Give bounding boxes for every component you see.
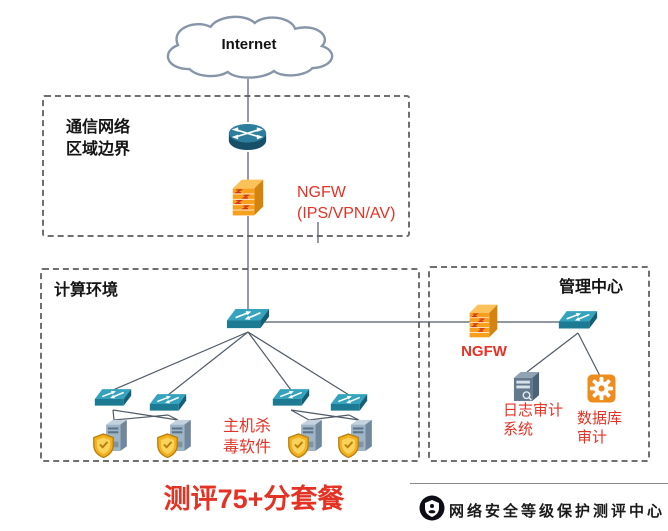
management-switch-icon <box>558 310 598 330</box>
computing-zone-label: 计算环境 <box>54 282 119 299</box>
zone-computing <box>40 268 420 462</box>
management-ngfw-label: NGFW <box>461 343 507 360</box>
boundary-ngfw-firewall-icon <box>232 178 264 217</box>
connector-lines <box>112 79 601 421</box>
log-audit-server-icon <box>513 371 540 401</box>
access-switch-icon-3 <box>272 388 310 407</box>
boundary-ngfw-label: NGFW (IPS/VPN/AV) <box>297 184 396 222</box>
database-audit-gear-icon <box>587 374 616 403</box>
db-audit-label: 数据库 审计 <box>577 410 623 446</box>
zone-boundary <box>42 95 410 237</box>
caption-title: 测评75+分套餐 <box>163 484 345 514</box>
management-zone-label: 管理中心 <box>559 279 624 296</box>
antivirus-shield-icon-4 <box>337 433 360 458</box>
access-switch-icon-2 <box>149 393 187 412</box>
brand-text: 网络安全等级保护测评中心 <box>449 503 666 520</box>
antivirus-shield-icon-1 <box>92 433 115 458</box>
access-switch-icon-4 <box>330 393 368 412</box>
boundary-zone-label: 通信网络 区域边界 <box>66 119 131 158</box>
management-ngfw-firewall-icon <box>469 304 498 338</box>
brand-logo-icon <box>419 495 445 521</box>
internet-label: Internet <box>221 36 277 53</box>
router-icon <box>228 123 267 151</box>
footer-divider <box>410 483 668 484</box>
core-switch-icon <box>226 308 270 330</box>
host-antivirus-label: 主机杀 毒软件 <box>223 418 272 456</box>
zone-management <box>428 266 650 462</box>
log-audit-label: 日志审计 系统 <box>503 402 564 438</box>
access-switch-icon-1 <box>94 388 132 407</box>
antivirus-shield-icon-3 <box>287 433 310 458</box>
antivirus-shield-icon-2 <box>156 433 179 458</box>
